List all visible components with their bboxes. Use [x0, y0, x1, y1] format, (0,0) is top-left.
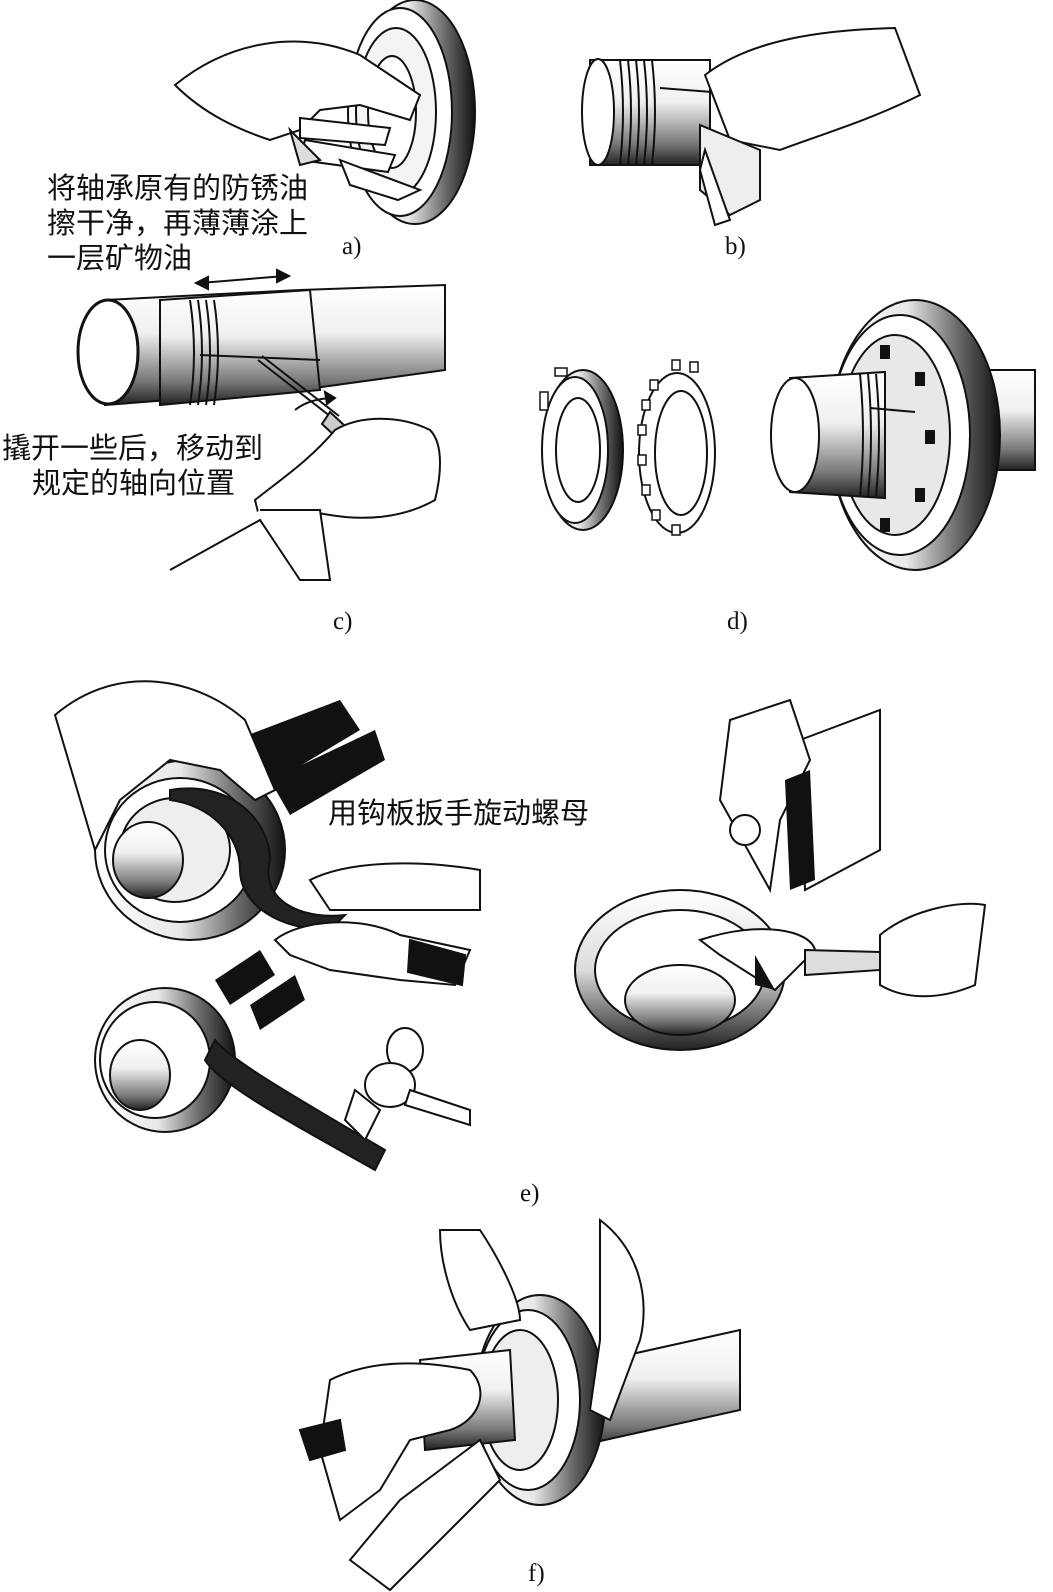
panel-f-illustration: [298, 1217, 741, 1592]
panel-a-illustration: [173, 0, 476, 225]
panel-b-illustration: [581, 26, 922, 227]
sleeve-thread-icon: [619, 59, 713, 166]
bearing-on-shaft: [770, 299, 1036, 571]
rotation-arrow-icon: [294, 390, 337, 411]
annotation-c-line-1: 撬开一些后，移动到: [2, 431, 264, 465]
panel-c-illustration: [76, 268, 446, 581]
panel-label-e: e): [520, 1180, 540, 1207]
bearing-e-top: [94, 700, 385, 941]
lock-washer: [637, 359, 716, 536]
annotation-a-line-2: 擦干净，再薄薄涂上: [47, 206, 309, 240]
hand-with-cloth: [173, 40, 423, 202]
panel-e-illustration: [53, 680, 987, 1172]
hand-with-cloth-b: [698, 26, 922, 227]
double-arrow-icon: [193, 268, 292, 291]
locknut: [539, 367, 624, 531]
annotation-e: 用钩板扳手旋动螺母: [328, 796, 590, 830]
hammer-icon: [343, 1027, 471, 1142]
annotation-a-line-3: 一层矿物油: [47, 241, 193, 275]
annotation-a-line-1: 将轴承原有的防锈油: [47, 171, 309, 205]
hand-c: [169, 417, 441, 581]
hands-f: [298, 1217, 645, 1592]
annotation-c-line-2: 规定的轴向位置: [32, 466, 236, 500]
panel-label-d: d): [727, 608, 748, 635]
bearing-e-bottom: [94, 950, 387, 1172]
panel-label-b: b): [725, 233, 746, 260]
adapter-sleeve-c: [159, 288, 322, 407]
panel-label-f: f): [528, 1560, 545, 1587]
panel-d-illustration: [539, 299, 1036, 571]
bearing-e-right: [574, 698, 987, 1051]
panel-label-c: c): [333, 608, 353, 635]
hands-e-top: [53, 680, 481, 987]
panel-label-a: a): [342, 233, 362, 260]
